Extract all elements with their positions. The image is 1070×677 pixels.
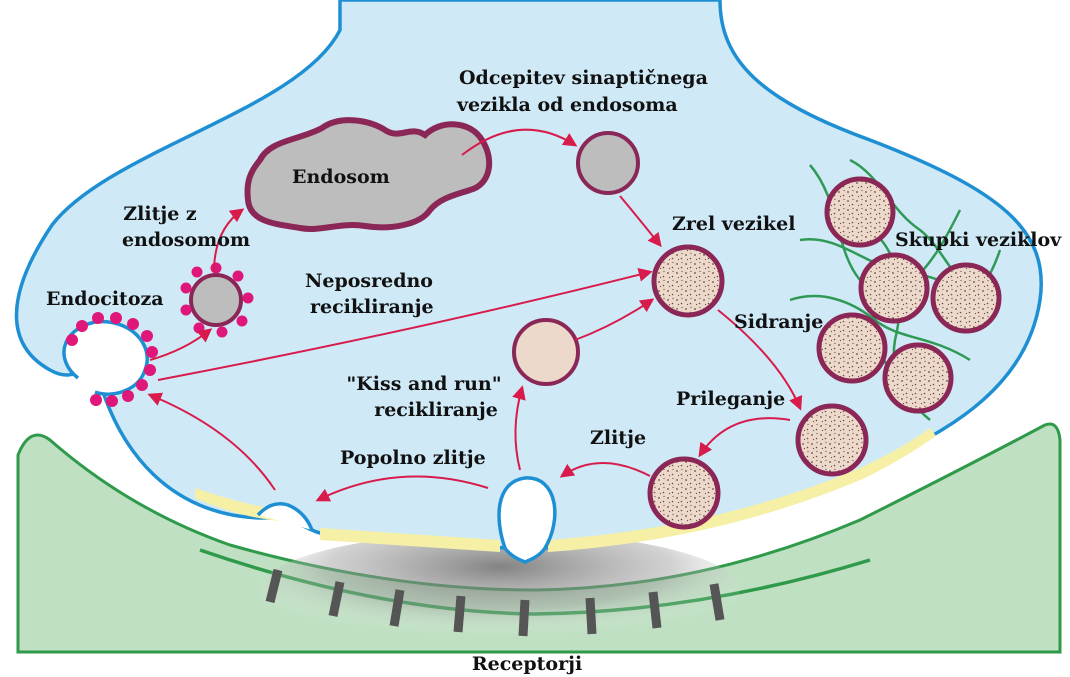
vesicle <box>819 315 885 381</box>
vesicle <box>827 179 893 245</box>
vesicle <box>933 265 999 331</box>
label-zlitje: Zlitje <box>590 427 646 449</box>
label-neposredno-2: recikliranje <box>310 296 434 318</box>
label-skupki-veziklov: Skupki veziklov <box>895 229 1062 251</box>
receptor <box>394 590 400 626</box>
vesicle <box>861 255 927 321</box>
label-receptorji: Receptorji <box>472 653 582 675</box>
receptor <box>523 600 525 636</box>
label-odcepitev-2: vezikla od endosoma <box>456 94 678 116</box>
label-prileganje: Prileganje <box>676 388 785 410</box>
label-zlitje-z-2: endosomom <box>122 229 250 251</box>
label-neposredno-1: Neposredno <box>305 270 433 292</box>
coated-vesicle <box>191 275 241 325</box>
kiss-and-run-vesicle <box>514 320 578 384</box>
label-odcepitev-1: Odcepitev sinaptičnega <box>459 67 708 89</box>
receptor <box>590 598 592 634</box>
label-zlitje-z-1: Zlitje z <box>123 203 197 225</box>
label-popolno-zlitje: Popolno zlitje <box>340 447 486 469</box>
endocytosis-pit <box>64 322 147 395</box>
docking-vesicle <box>798 406 866 474</box>
budding-vesicle <box>578 133 638 193</box>
label-sidranje: Sidranje <box>734 311 823 333</box>
label-kiss-2: recikliranje <box>374 399 498 421</box>
receptor <box>458 596 461 632</box>
label-endosom: Endosom <box>292 166 390 188</box>
label-kiss-1: "Kiss and run" <box>346 373 501 395</box>
receptor <box>653 592 657 628</box>
label-endocitoza: Endocitoza <box>46 288 164 310</box>
receptor <box>714 584 720 620</box>
label-zrel-vezikel: Zrel vezikel <box>672 213 795 235</box>
priming-vesicle <box>650 459 718 527</box>
mature-vesicle <box>654 247 722 315</box>
vesicle <box>885 345 951 411</box>
